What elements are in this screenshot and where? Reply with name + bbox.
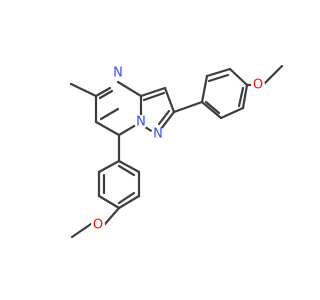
- atom-label: N: [153, 127, 163, 142]
- atom-n-bridge: N: [134, 115, 148, 130]
- bond: [117, 164, 136, 177]
- atom-label: N: [136, 115, 146, 130]
- bond: [228, 67, 249, 87]
- bond: [98, 89, 114, 100]
- label-background: [91, 218, 105, 232]
- atom-o-methoxy-bottom: O: [91, 218, 105, 233]
- label-background: [134, 115, 148, 129]
- bond: [241, 83, 249, 110]
- bond: [157, 109, 171, 126]
- bond: [204, 100, 221, 115]
- bond: [200, 74, 209, 104]
- bond: [97, 159, 121, 174]
- atom-labels: N N N O O: [91, 66, 265, 233]
- bond: [139, 86, 167, 98]
- bond: [117, 159, 141, 174]
- bond: [205, 67, 232, 78]
- bond: [172, 100, 204, 114]
- bond: [117, 194, 141, 210]
- label-background: [111, 66, 125, 80]
- bond: [237, 86, 245, 108]
- molecule-structure: N N N O O: [69, 64, 284, 239]
- label-background: [251, 78, 265, 92]
- bond: [70, 222, 93, 239]
- bond: [116, 80, 143, 98]
- bond: [163, 86, 176, 114]
- bond: [117, 191, 136, 205]
- atom-n-pyrazole: N: [151, 127, 165, 142]
- atom-label: N: [113, 66, 123, 81]
- bond: [94, 86, 112, 98]
- bond: [69, 82, 98, 98]
- atom-label: O: [253, 78, 263, 93]
- bond: [262, 64, 284, 86]
- atom-n-ring: N: [111, 66, 125, 81]
- bond: [159, 110, 176, 131]
- bond: [200, 100, 223, 120]
- bond: [142, 91, 166, 102]
- atom-o-methoxy-right: O: [251, 78, 265, 93]
- bond: [103, 206, 121, 226]
- bond: [99, 107, 120, 121]
- atom-label: O: [93, 218, 103, 233]
- label-background: [151, 127, 165, 141]
- bond: [97, 194, 121, 210]
- bond: [94, 120, 121, 137]
- bond: [219, 106, 245, 120]
- bond: [207, 73, 230, 83]
- bonds: [69, 64, 284, 239]
